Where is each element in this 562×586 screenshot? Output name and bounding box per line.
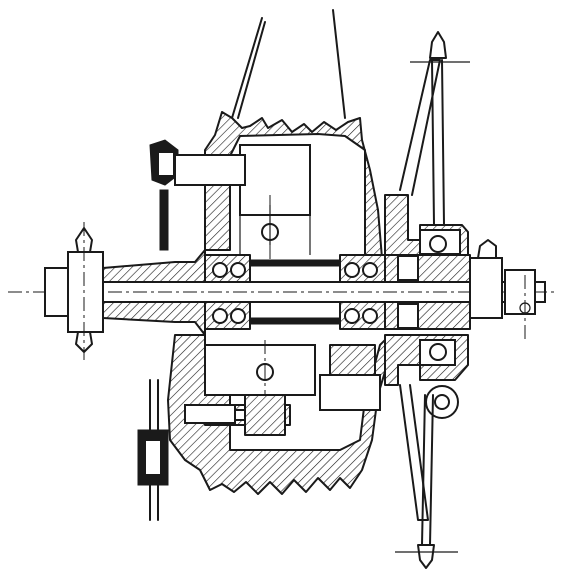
center-lines (83, 195, 526, 395)
main-axle (8, 227, 558, 353)
spokes-top (231, 9, 346, 119)
left-lever-lower (137, 379, 236, 521)
right-bracket-lower (384, 334, 469, 569)
right-sleeve (384, 254, 471, 330)
left-lever-upper (149, 139, 246, 251)
bearings (204, 254, 386, 330)
right-bracket-upper (384, 31, 470, 256)
left-axle-nut (44, 267, 71, 317)
